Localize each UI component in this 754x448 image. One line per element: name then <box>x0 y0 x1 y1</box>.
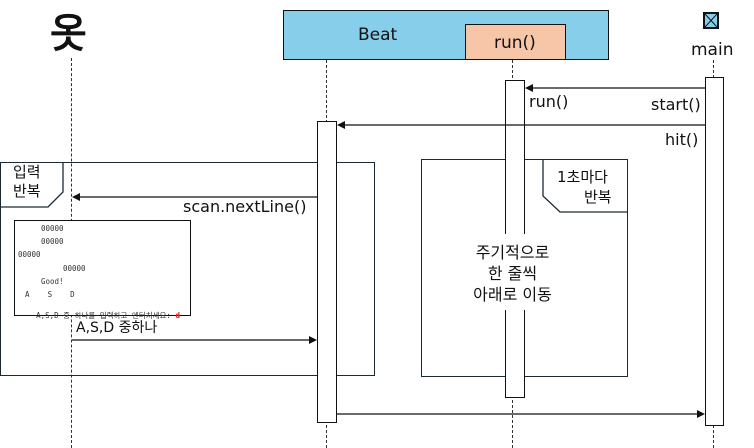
console-output: 00000 00000 00000 00000 Good! A S D A,S,… <box>14 220 191 319</box>
note-text: 주기적으로 한 줄씩 아래로 이동 <box>440 242 585 305</box>
console-line-4: 00000 <box>63 264 86 273</box>
console-prompt: A,S,D 중 하나를 입력하고 엔터치세요: d <box>18 304 180 327</box>
run-label: run() <box>494 33 536 53</box>
console-line-1: 00000 <box>41 224 64 233</box>
scan-arrowhead <box>72 193 80 201</box>
main-activation <box>705 77 724 426</box>
main-label: main <box>691 40 734 60</box>
console-prompt-text: A,S,D 중 하나를 입력하고 엔터치세요: <box>36 310 176 320</box>
note-line-3: 아래로 이동 <box>473 285 552 304</box>
input-arrowhead <box>309 336 317 344</box>
console-line-5: Good! <box>41 277 64 286</box>
input-message-label: A,S,D 중하나 <box>76 320 158 336</box>
run-message-label: run() <box>529 92 569 111</box>
note-mask <box>503 234 527 310</box>
beat-activation <box>317 121 337 423</box>
start-arrowhead <box>525 84 533 92</box>
hit-arrowhead <box>337 121 345 129</box>
timer-loop-tab <box>542 160 627 213</box>
timer-loop-label-line2: 반복 <box>584 188 612 206</box>
console-line-6: A S D <box>25 290 75 299</box>
hit-message-label: hit() <box>665 130 699 149</box>
user-actor-icon: 옷 <box>50 11 87 57</box>
console-line-3: 00000 <box>18 250 41 259</box>
input-loop-label-line1: 입력 <box>13 163 41 181</box>
input-loop-label-line2: 반복 <box>13 182 41 200</box>
main-object-icon <box>703 12 719 29</box>
scan-message-label: scan.nextLine() <box>183 197 307 216</box>
input-loop-frame <box>0 162 375 376</box>
console-line-2: 00000 <box>41 237 64 246</box>
timer-loop-label-line1: 1초마다 <box>557 168 608 186</box>
return-arrowhead <box>697 410 705 418</box>
note-line-2: 한 줄씩 <box>487 264 538 283</box>
beat-label: Beat <box>358 25 398 45</box>
note-line-1: 주기적으로 <box>475 243 550 262</box>
console-input-value: d <box>175 310 180 320</box>
start-message-label: start() <box>651 95 701 114</box>
input-loop-tab <box>1 163 64 208</box>
run-participant: run() <box>465 24 566 60</box>
